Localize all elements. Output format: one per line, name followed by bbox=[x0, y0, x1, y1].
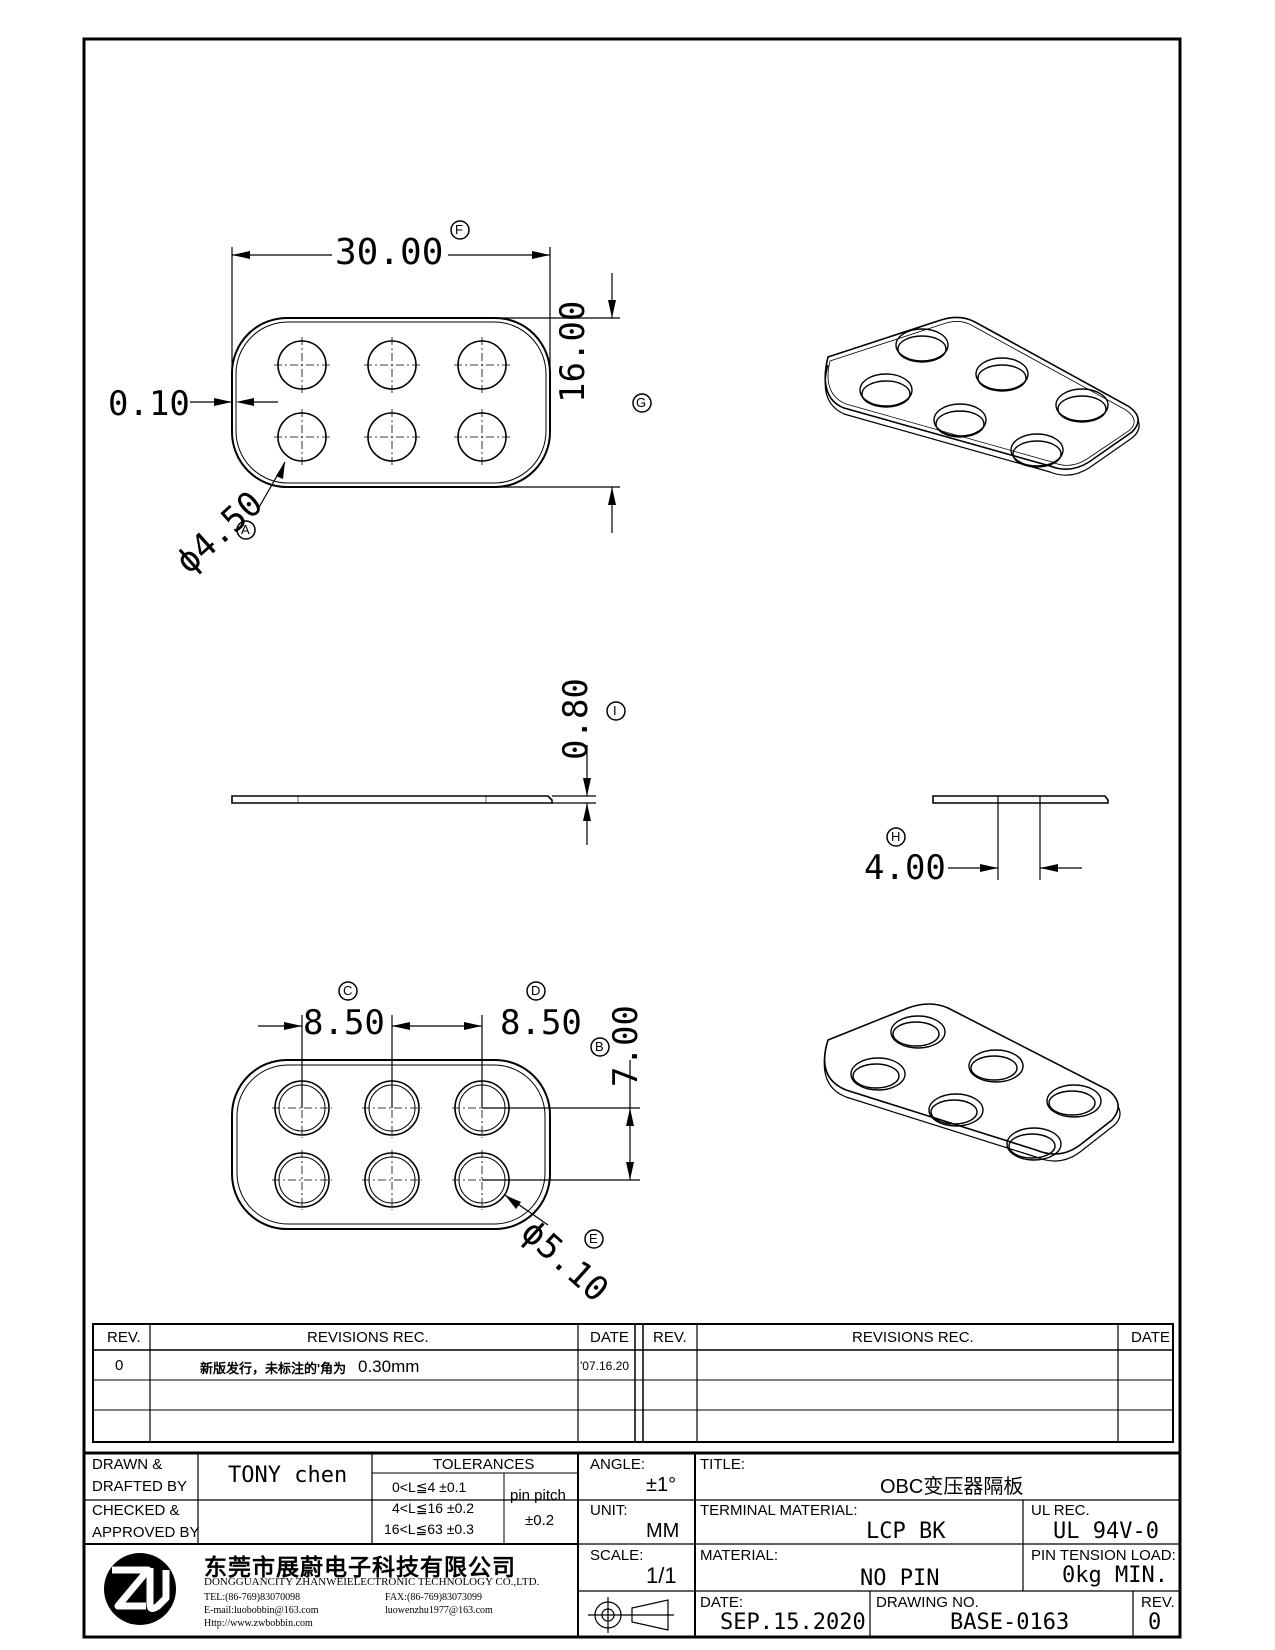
dim-side-width: 4.00 bbox=[864, 848, 946, 888]
company-tel: TEL:(86-769)83070098 bbox=[204, 1592, 301, 1603]
approved-label: APPROVED BY bbox=[92, 1524, 200, 1541]
title-value: OBC变压器隔板 bbox=[880, 1476, 1024, 1498]
rev-row-date: '07.16.20 bbox=[580, 1359, 630, 1373]
drafted-label: DRAFTED BY bbox=[92, 1478, 188, 1495]
drawing-no-label: DRAWING NO. bbox=[876, 1594, 979, 1611]
unit-value: MM bbox=[646, 1520, 680, 1542]
pin-pitch-label: pin pitch bbox=[510, 1487, 566, 1504]
dim-pitch-d: 8.50 bbox=[500, 1003, 582, 1043]
terminal-material-value: LCP BK bbox=[866, 1519, 946, 1544]
rev-row-rev: 0 bbox=[115, 1357, 124, 1374]
callout-e: E bbox=[589, 1231, 598, 1246]
date-value: SEP.15.2020 bbox=[720, 1610, 866, 1635]
front-side-view bbox=[231, 745, 596, 845]
rev-header-rec-right: REVISIONS REC. bbox=[852, 1329, 974, 1346]
callout-d: D bbox=[531, 983, 541, 998]
callout-a: A bbox=[241, 522, 250, 537]
material-label: MATERIAL: bbox=[700, 1547, 779, 1564]
rev-row-rec-val: 0.30mm bbox=[358, 1357, 420, 1376]
company-fax: FAX:(86-769)83073099 bbox=[385, 1592, 483, 1603]
rev-header-date-left: DATE bbox=[590, 1329, 629, 1346]
company-email-1: E-mail:luobobbin@163.com bbox=[204, 1605, 319, 1616]
tolerances-label: TOLERANCES bbox=[433, 1456, 535, 1473]
pin-pitch-value: ±0.2 bbox=[525, 1512, 555, 1529]
callout-f: F bbox=[455, 222, 463, 237]
pin-tension-value: 0kg MIN. bbox=[1062, 1563, 1168, 1588]
material-value: NO PIN bbox=[860, 1566, 940, 1591]
dim-pitch-c: 8.50 bbox=[303, 1003, 385, 1043]
right-side-view bbox=[932, 795, 1109, 880]
checked-label: CHECKED & bbox=[92, 1502, 180, 1519]
unit-label: UNIT: bbox=[590, 1502, 628, 1519]
dim-height: 16.00 bbox=[553, 300, 593, 403]
scale-value: 1/1 bbox=[646, 1563, 677, 1588]
rev-value: 0 bbox=[1148, 1610, 1162, 1635]
title-block-grid bbox=[84, 1451, 1180, 1637]
projection-symbol bbox=[588, 1597, 674, 1633]
drawing-frame bbox=[82, 37, 1182, 1639]
date-label: DATE: bbox=[700, 1594, 744, 1611]
callout-circles bbox=[236, 220, 906, 1249]
terminal-material-label: TERMINAL MATERIAL: bbox=[700, 1502, 858, 1519]
isometric-view-top bbox=[824, 316, 1140, 476]
dim-edge: 0.10 bbox=[108, 384, 190, 424]
ul-rec-label: UL REC. bbox=[1031, 1502, 1090, 1519]
rev-label: REV. bbox=[1141, 1594, 1175, 1611]
isometric-view-bottom bbox=[823, 1003, 1121, 1162]
tolerance-row-1: 0<L≦4 ±0.1 bbox=[392, 1479, 467, 1495]
revisions-table-grid bbox=[92, 1323, 1174, 1443]
dim-thickness: 0.80 bbox=[556, 678, 596, 760]
callout-g: G bbox=[636, 395, 647, 410]
company-logo bbox=[104, 1553, 176, 1625]
title-label: TITLE: bbox=[700, 1456, 746, 1473]
dim-width: 30.00 bbox=[335, 232, 444, 273]
drawn-label: DRAWN & bbox=[92, 1456, 163, 1473]
ul-rec-value: UL 94V-0 bbox=[1053, 1519, 1159, 1544]
company-email-2: luowenzhu1977@163.com bbox=[385, 1605, 493, 1616]
tolerance-row-2: 4<L≦16 ±0.2 bbox=[392, 1500, 475, 1516]
callout-c: C bbox=[343, 983, 353, 998]
dim-row-pitch: 7.00 bbox=[606, 1005, 646, 1087]
pin-tension-label: PIN TENSION LOAD: bbox=[1031, 1547, 1176, 1564]
rev-header-rev-left: REV. bbox=[107, 1329, 141, 1346]
drawing-no-value: BASE-0163 bbox=[950, 1610, 1070, 1635]
callout-b: B bbox=[595, 1039, 604, 1054]
rev-header-date-right: DATE bbox=[1131, 1329, 1170, 1346]
rev-header-rev-right: REV. bbox=[653, 1329, 687, 1346]
bottom-view bbox=[231, 1015, 640, 1230]
scale-label: SCALE: bbox=[590, 1547, 644, 1564]
rev-row-rec-cn: 新版发行，未标注的'角为 bbox=[200, 1361, 347, 1376]
company-name-en: DONGGUANCITY ZHANWEIELECTRONIC TECHNOLOG… bbox=[204, 1576, 540, 1588]
top-view bbox=[190, 247, 620, 533]
callout-i: I bbox=[613, 703, 617, 718]
company-name-cn: 东莞市展蔚电子科技有限公司 bbox=[204, 1554, 516, 1580]
callout-h: H bbox=[891, 829, 901, 844]
rev-header-rec-left: REVISIONS REC. bbox=[307, 1329, 429, 1346]
company-http: Http://www.zwbobbin.com bbox=[204, 1618, 313, 1629]
angle-label: ANGLE: bbox=[590, 1456, 646, 1473]
tolerance-row-3: 16<L≦63 ±0.3 bbox=[384, 1521, 474, 1537]
drawn-by: TONY chen bbox=[228, 1463, 348, 1488]
angle-value: ±1° bbox=[646, 1474, 677, 1496]
